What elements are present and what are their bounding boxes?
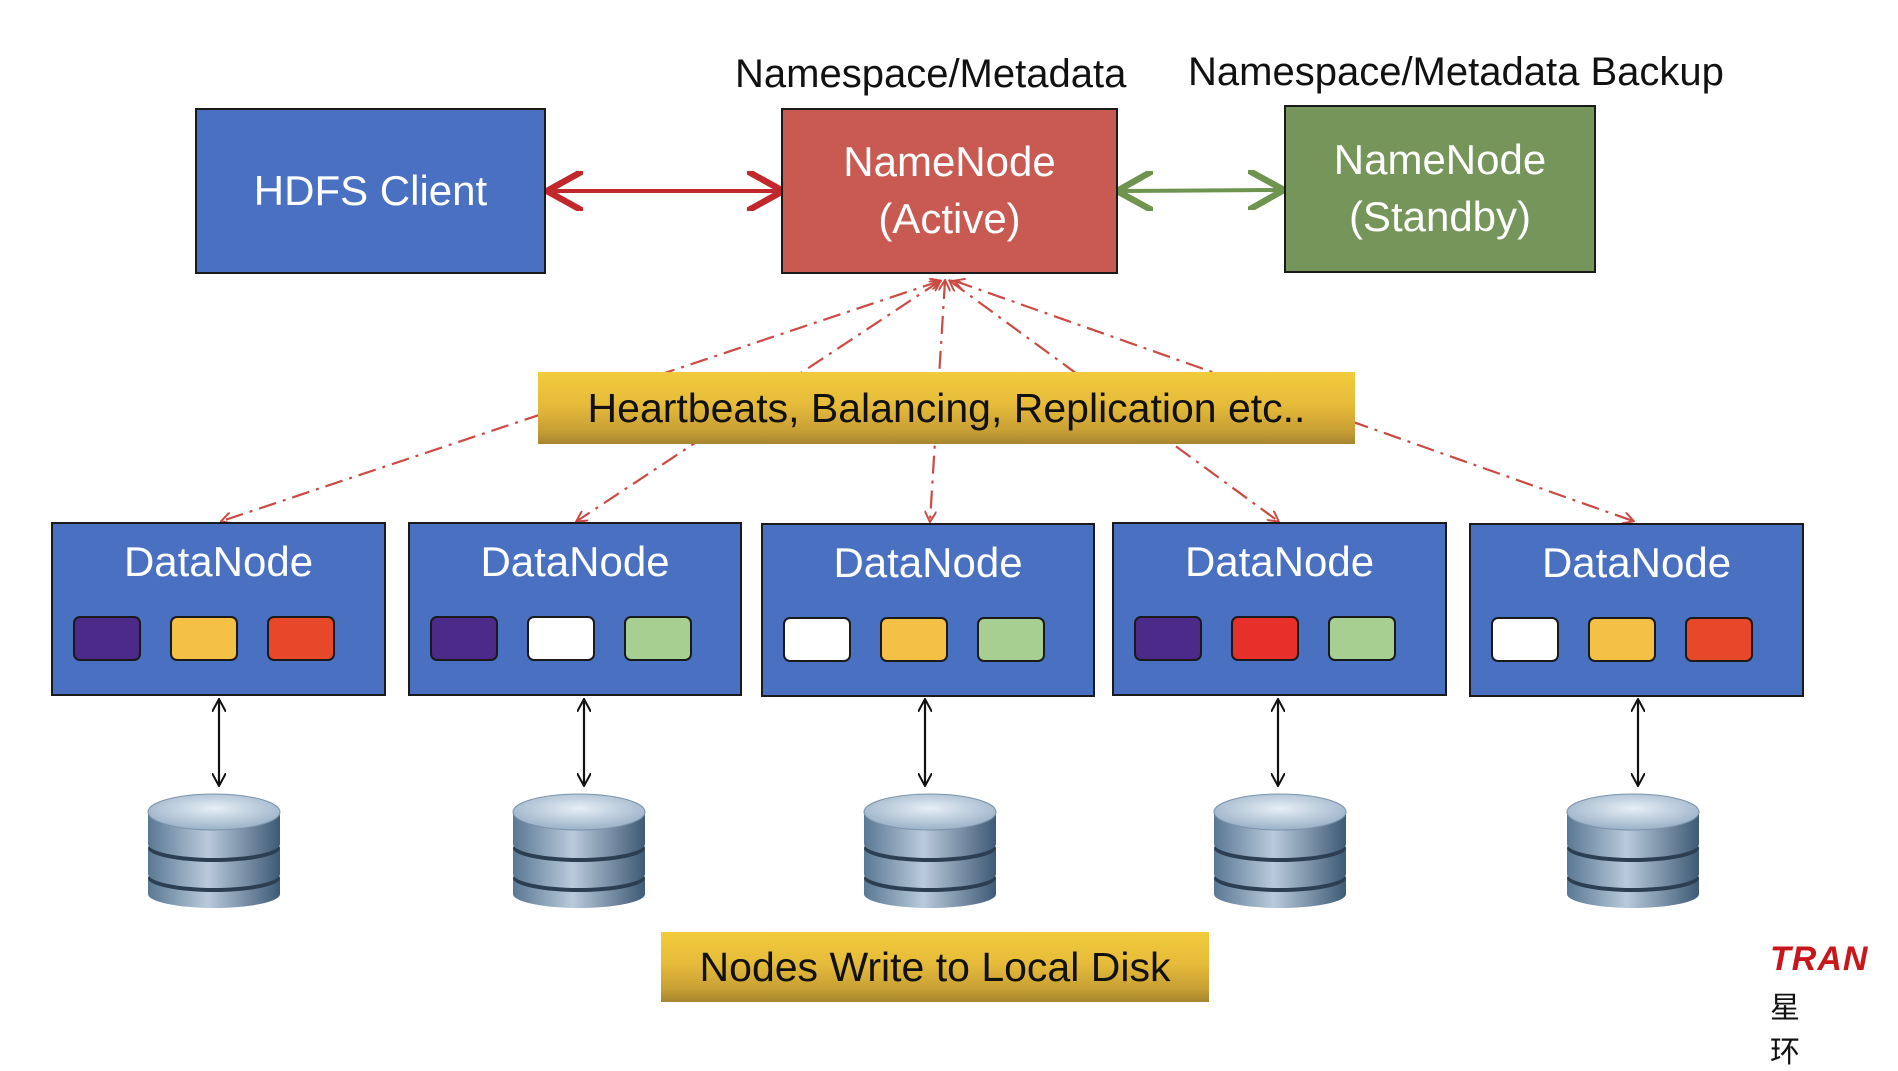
- data-block: [267, 616, 335, 661]
- data-block: [1231, 616, 1299, 661]
- heartbeat-line-1: [222, 281, 940, 521]
- data-block: [170, 616, 238, 661]
- data-block: [977, 617, 1045, 662]
- hdfs-client-box: HDFS Client: [195, 108, 546, 274]
- datanode-box-1: DataNode: [51, 522, 386, 696]
- data-block: [880, 617, 948, 662]
- local-disk-banner: Nodes Write to Local Disk: [661, 932, 1209, 1002]
- heartbeats-banner: Heartbeats, Balancing, Replication etc..: [538, 372, 1355, 444]
- datanode-label: DataNode: [123, 538, 314, 585]
- datanode-label: DataNode: [480, 538, 670, 585]
- datanode-label: DataNode: [1184, 538, 1375, 585]
- logo-cn-text: 星 环: [1770, 991, 1820, 1070]
- namenode-active-box: NameNode (Active): [781, 108, 1118, 274]
- datanode-box-4: DataNode: [1112, 522, 1447, 696]
- namespace-backup-label: Namespace/Metadata Backup: [1188, 50, 1724, 94]
- data-block: [783, 617, 851, 662]
- disk-icon: [863, 793, 997, 908]
- data-block: [527, 616, 595, 661]
- data-block: [624, 616, 692, 661]
- data-block: [1328, 616, 1396, 661]
- data-block: [1685, 617, 1753, 662]
- data-block: [1134, 616, 1202, 661]
- disk-icon: [147, 793, 281, 908]
- data-block: [1491, 617, 1559, 662]
- datanode-label: DataNode: [1541, 539, 1732, 586]
- disk-icon: [512, 793, 646, 908]
- disk-icon: [1213, 793, 1347, 908]
- datanode-box-5: DataNode: [1469, 523, 1804, 697]
- datanode-box-3: DataNode: [761, 523, 1095, 697]
- disk-icon: [1566, 793, 1700, 908]
- datanode-label: DataNode: [833, 539, 1023, 586]
- namenode-standby-box: NameNode (Standby): [1284, 105, 1596, 273]
- logo-text: TRAN: [1770, 940, 1869, 978]
- data-block: [430, 616, 498, 661]
- namespace-label: Namespace/Metadata: [735, 52, 1127, 96]
- datanode-box-2: DataNode: [408, 522, 742, 696]
- data-block: [73, 616, 141, 661]
- company-logo: TRAN 星 环: [1770, 940, 1898, 1071]
- data-block: [1588, 617, 1656, 662]
- active-standby-arrow: [1121, 190, 1280, 191]
